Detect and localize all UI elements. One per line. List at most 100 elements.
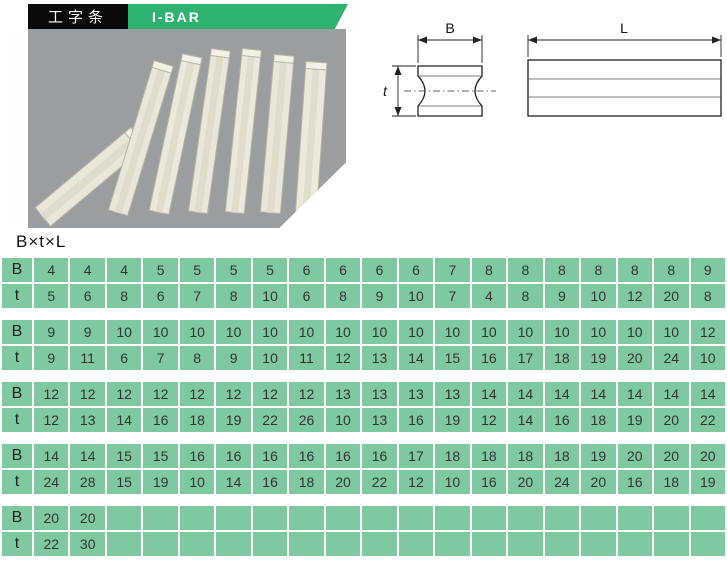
size-cell [435, 532, 470, 556]
size-cell: 9 [70, 320, 105, 344]
size-cell: 14 [70, 444, 105, 468]
size-cell: 10 [179, 470, 215, 494]
row-label-t: t [2, 284, 32, 308]
size-cell: 16 [617, 470, 653, 494]
size-cell: 13 [435, 382, 470, 406]
size-cell: 13 [362, 382, 397, 406]
size-cell: 18 [289, 470, 324, 494]
dim-l-label: L [620, 20, 628, 36]
size-cell: 12 [143, 382, 178, 406]
size-cell: 10 [617, 320, 653, 344]
size-cell: 20 [654, 444, 689, 468]
size-cell: 22 [34, 532, 69, 556]
size-cell: 9 [34, 320, 69, 344]
size-cell: 5 [179, 258, 215, 282]
size-cell: 10 [325, 320, 361, 344]
size-cell [143, 532, 178, 556]
size-cell [508, 532, 543, 556]
size-cell: 12 [325, 346, 361, 370]
size-cell: 6 [70, 284, 105, 308]
i-bar [294, 60, 328, 216]
size-cell: 6 [362, 258, 397, 282]
size-cell: 16 [289, 444, 324, 468]
size-cell: 16 [252, 444, 288, 468]
size-cell: 14 [508, 382, 543, 406]
dim-t-label: t [383, 83, 388, 99]
size-cell: 13 [362, 408, 397, 432]
dim-t-arrow [392, 65, 416, 117]
size-cell: 16 [362, 444, 397, 468]
size-cell: 18 [654, 470, 689, 494]
size-cell: 22 [252, 408, 288, 432]
dim-b-label: B [445, 20, 454, 36]
size-cell: 9 [34, 346, 69, 370]
size-cell: 26 [289, 408, 324, 432]
size-cell: 10 [471, 320, 507, 344]
size-cell: 14 [106, 408, 142, 432]
size-cell [544, 506, 580, 530]
size-cell: 10 [179, 320, 215, 344]
size-cell: 12 [289, 382, 324, 406]
row-label-B: B [2, 258, 32, 282]
size-cell: 12 [398, 470, 434, 494]
product-title-en: I-BAR [152, 8, 201, 25]
size-cell: 12 [34, 382, 69, 406]
size-cell: 17 [508, 346, 543, 370]
size-cell: 10 [544, 320, 580, 344]
size-cell [398, 506, 434, 530]
size-cell: 16 [216, 444, 251, 468]
size-cell: 20 [508, 470, 543, 494]
size-cell: 10 [252, 346, 288, 370]
size-cell: 19 [216, 408, 251, 432]
size-cell: 14 [34, 444, 69, 468]
size-cell [690, 532, 725, 556]
size-cell: 8 [690, 284, 725, 308]
size-cell: 8 [581, 258, 616, 282]
size-cell [106, 532, 142, 556]
size-cell: 6 [289, 284, 324, 308]
size-cell: 12 [252, 382, 288, 406]
size-cell: 17 [398, 444, 434, 468]
size-cell: 10 [252, 284, 288, 308]
size-cell: 22 [362, 470, 397, 494]
size-cell: 12 [34, 408, 69, 432]
size-cell: 4 [471, 284, 507, 308]
size-cell: 14 [690, 382, 725, 406]
size-cell: 16 [179, 444, 215, 468]
size-cell: 14 [216, 470, 251, 494]
size-cell [362, 506, 397, 530]
size-cell: 8 [544, 258, 580, 282]
size-cell: 15 [143, 444, 178, 468]
size-cell: 5 [34, 284, 69, 308]
size-cell: 8 [654, 258, 689, 282]
size-cell: 10 [581, 320, 616, 344]
size-cell: 4 [70, 258, 105, 282]
size-cell [216, 506, 251, 530]
size-cell: 8 [325, 284, 361, 308]
size-cell: 14 [471, 382, 507, 406]
size-cell: 9 [216, 346, 251, 370]
size-cell [654, 532, 689, 556]
size-cell [325, 506, 361, 530]
size-cell: 12 [471, 408, 507, 432]
size-cell: 8 [508, 284, 543, 308]
size-cell [362, 532, 397, 556]
size-cell: 13 [362, 346, 397, 370]
size-cell: 20 [617, 346, 653, 370]
size-cell: 16 [471, 470, 507, 494]
size-cell: 16 [325, 444, 361, 468]
size-cell: 10 [690, 346, 725, 370]
size-cell: 16 [143, 408, 178, 432]
size-cell: 9 [544, 284, 580, 308]
row-label-B: B [2, 444, 32, 468]
size-cell: 10 [508, 320, 543, 344]
size-cell: 19 [435, 408, 470, 432]
size-cell [106, 506, 142, 530]
row-label-B: B [2, 320, 32, 344]
size-cell: 24 [34, 470, 69, 494]
size-cell: 18 [544, 444, 580, 468]
size-cell: 28 [70, 470, 105, 494]
size-cell: 24 [654, 346, 689, 370]
